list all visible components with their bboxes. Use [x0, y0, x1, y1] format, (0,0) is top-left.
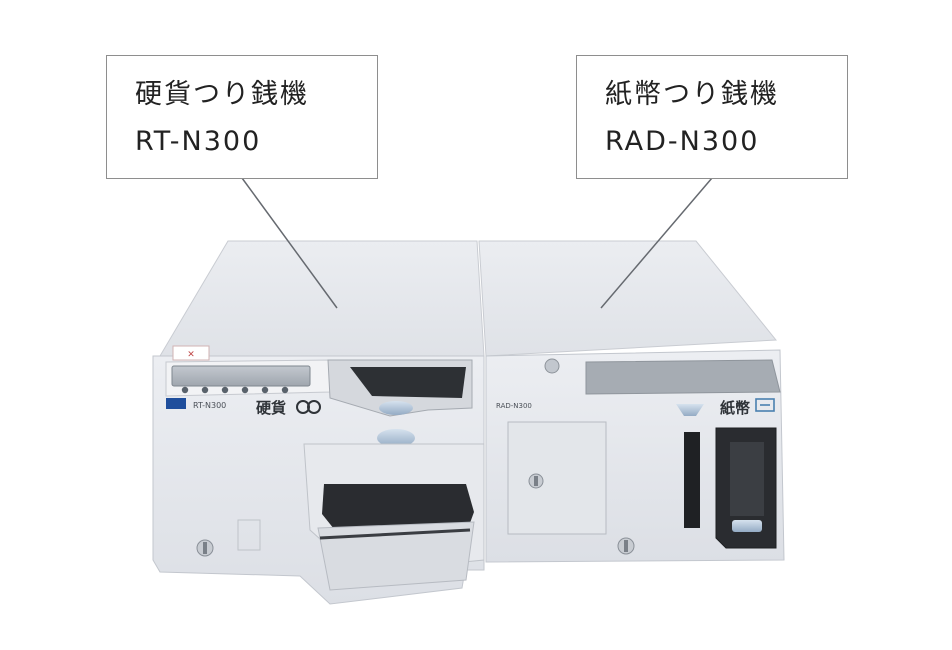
coin-dispense-cup[interactable]: [322, 484, 474, 534]
coin-tray-release-button[interactable]: [379, 401, 413, 415]
coin-machine-name: 硬貨つり銭機: [135, 79, 309, 110]
bill-machine-name: 紙幣つり銭機: [605, 79, 779, 110]
bill-panel-model: RAD-N300: [496, 402, 532, 410]
bill-output-slot[interactable]: [684, 432, 700, 528]
bill-cassette-door[interactable]: [507, 421, 607, 535]
bill-top-knob[interactable]: [544, 358, 560, 374]
caution-label: ✕: [172, 345, 210, 361]
coin-machine: ✕ RT-N300 硬貨: [152, 240, 485, 605]
bill-machine-callout: 紙幣つり銭機 RAD-N300: [576, 55, 848, 179]
coin-panel-label: 硬貨: [256, 399, 286, 417]
bill-top-window: [585, 359, 781, 395]
coin-dispense-button[interactable]: [377, 429, 415, 447]
bill-machine-model: RAD-N300: [605, 126, 760, 157]
bill-key-lock-icon[interactable]: [617, 537, 635, 555]
coin-machine-top: [159, 240, 485, 357]
bill-insert-button[interactable]: [732, 520, 762, 532]
bill-callout-leader: [600, 177, 713, 309]
bill-symbol-icon: [755, 398, 775, 412]
bill-machine-top: [478, 240, 778, 357]
coin-symbol-icon: [296, 400, 321, 414]
coin-key-lock-icon[interactable]: [196, 539, 214, 557]
coin-panel-model: RT-N300: [193, 401, 226, 410]
coin-display-lcd: [171, 365, 311, 387]
svg-text:✕: ✕: [187, 350, 195, 360]
coin-machine-callout: 硬貨つり銭機 RT-N300: [106, 55, 378, 179]
coin-key-row[interactable]: [181, 386, 289, 394]
coin-machine-model: RT-N300: [135, 126, 262, 157]
bill-machine: RAD-N300 紙幣: [478, 240, 785, 563]
coin-callout-leader: [241, 177, 338, 309]
bill-eject-button[interactable]: [676, 404, 704, 416]
bill-door-lock-icon[interactable]: [528, 473, 544, 489]
brand-logo: [166, 398, 186, 409]
bill-panel-label: 紙幣: [720, 399, 750, 417]
